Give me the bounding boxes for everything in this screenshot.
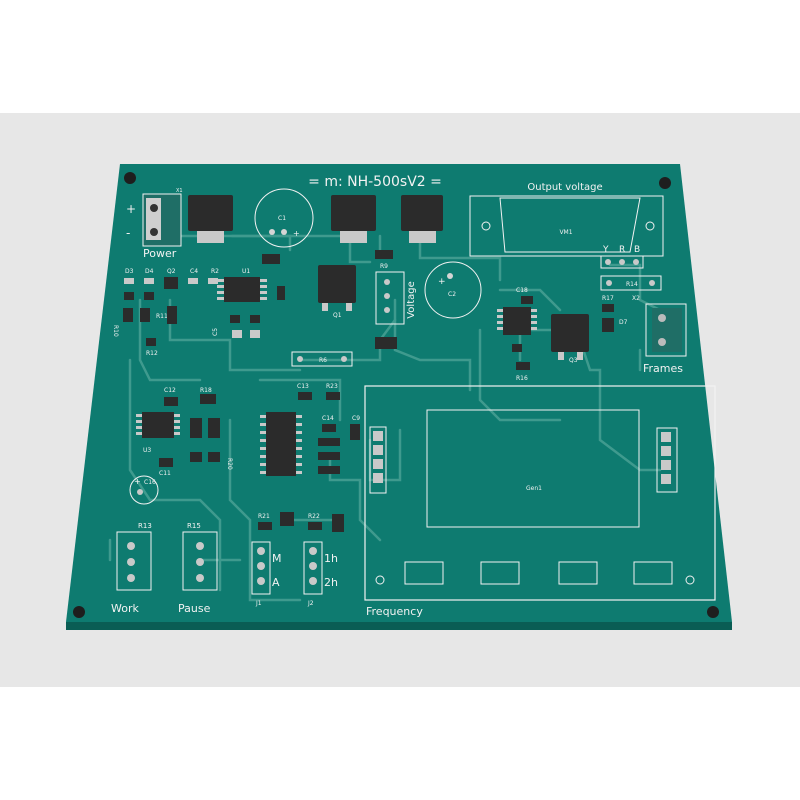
vm1-r-label: R xyxy=(619,245,625,255)
mounting-holes xyxy=(73,172,719,618)
r15-designator: R15 xyxy=(187,522,201,530)
ic-u3-section: C12 R18 U3 R20 C11 + C16 xyxy=(129,387,233,505)
x1-designator: X1 xyxy=(176,188,183,194)
c16-plus: + xyxy=(134,477,141,486)
c4-designator: C4 xyxy=(190,268,198,275)
output-section-parts: C18 R16 Q3 R14 R17 D7 X2 xyxy=(497,275,687,382)
power-plus-sign: + xyxy=(126,202,136,216)
q2-designator: Q2 xyxy=(167,268,176,275)
r20-designator: R20 xyxy=(226,458,233,470)
board-edge xyxy=(66,622,732,630)
board-title: = m: NH-500sV2 = xyxy=(308,174,442,190)
work-label: Work xyxy=(111,602,139,615)
q1-designator: Q1 xyxy=(333,312,342,319)
q3-designator: Q3 xyxy=(569,357,578,364)
c16-designator: C16 xyxy=(144,479,156,486)
r21-designator: R21 xyxy=(258,513,270,520)
pause-label: Pause xyxy=(178,602,211,615)
c13-designator: C13 xyxy=(297,383,309,390)
smd-diodes-top xyxy=(188,195,443,243)
work-pause-trimmers: R13 Work R15 Pause xyxy=(111,522,218,615)
r23-designator: R23 xyxy=(326,383,338,390)
c2-plus: + xyxy=(438,277,446,287)
r10-designator: R10 xyxy=(112,325,119,337)
vm1-y-label: Y xyxy=(602,245,609,255)
c18-designator: C18 xyxy=(516,287,528,294)
frames-label: Frames xyxy=(643,362,683,375)
transistor-q1: Q1 xyxy=(318,265,356,319)
mode-jumpers: R21 R22 M A J1 1h 2h J2 xyxy=(251,512,344,607)
r9-designator: R9 xyxy=(380,263,388,270)
r22-designator: R22 xyxy=(308,513,320,520)
d7-designator: D7 xyxy=(619,319,628,326)
gen1-designator: Gen1 xyxy=(526,485,542,492)
c12-designator: C12 xyxy=(164,387,176,394)
r16-designator: R16 xyxy=(516,375,528,382)
r11-designator: R11 xyxy=(156,313,168,320)
resistor-r6: R6 xyxy=(291,351,353,367)
frequency-label: Frequency xyxy=(366,605,423,618)
voltage-label: Voltage xyxy=(406,281,417,319)
u3-designator: U3 xyxy=(143,447,151,454)
r14-designator: R14 xyxy=(626,281,638,288)
d3-designator: D3 xyxy=(125,268,134,275)
r2-designator: R2 xyxy=(211,268,219,275)
ic-u1: U1 C5 xyxy=(212,254,285,338)
jumper-a-label: A xyxy=(272,576,280,589)
jumper-1h-label: 1h xyxy=(324,552,338,565)
input-section-parts: D3 D4 Q2 C4 R2 R10 R11 R12 xyxy=(112,268,219,357)
r13-designator: R13 xyxy=(138,522,152,530)
j1-designator: J1 xyxy=(255,600,262,607)
output-voltage-label: Output voltage xyxy=(527,182,602,193)
capacitor-c1: C1 + xyxy=(254,188,314,248)
r6-designator: R6 xyxy=(319,357,327,364)
c1-designator: C1 xyxy=(278,215,286,222)
vm1-b-label: B xyxy=(634,245,640,255)
vm1-designator: VM1 xyxy=(559,229,572,236)
header-4pin-left xyxy=(369,426,387,494)
j2-designator: J2 xyxy=(307,600,314,607)
d4-designator: D4 xyxy=(145,268,154,275)
power-connector: + - X1 Power xyxy=(126,188,183,260)
c2-designator: C2 xyxy=(448,291,456,298)
u1-designator: U1 xyxy=(242,268,250,275)
capacitor-c2: + C2 xyxy=(424,261,482,319)
ic-center: C13 R23 C14 C9 xyxy=(260,383,360,476)
x2-designator: X2 xyxy=(632,295,640,302)
power-label: Power xyxy=(143,247,177,260)
power-minus-sign: - xyxy=(126,226,130,240)
generator-module-gen1: Gen1 Frequency xyxy=(364,385,716,618)
c9-designator: C9 xyxy=(352,415,360,422)
r18-designator: R18 xyxy=(200,387,212,394)
c1-plus: + xyxy=(293,229,300,238)
c14-designator: C14 xyxy=(322,415,334,422)
voltage-trimmer: R9 Voltage xyxy=(375,250,417,349)
voltmeter-vm1: VM1 Y R B xyxy=(469,195,664,269)
r12-designator: R12 xyxy=(146,350,158,357)
c11-designator: C11 xyxy=(159,470,171,477)
c5-designator: C5 xyxy=(212,328,219,336)
jumper-m-label: M xyxy=(272,552,282,565)
jumper-2h-label: 2h xyxy=(324,576,338,589)
r17-designator: R17 xyxy=(602,295,614,302)
